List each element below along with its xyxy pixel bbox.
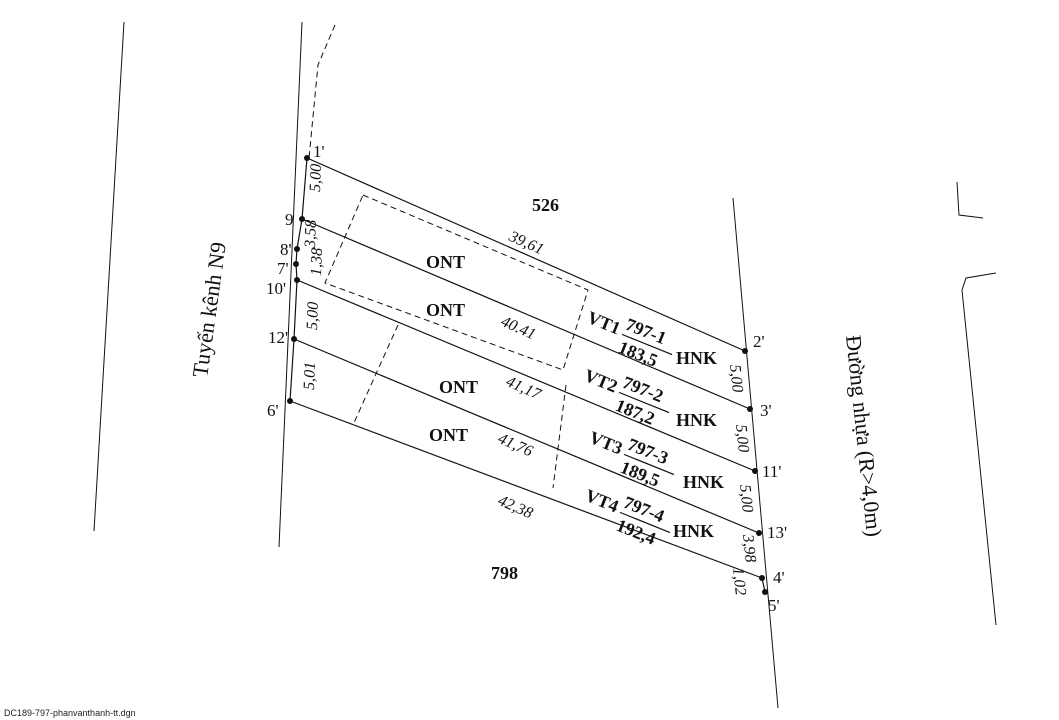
plot-fraction-line: [619, 511, 671, 534]
boundary-10-11: [296, 279, 756, 472]
vertex-6p: [287, 398, 293, 404]
left-dim-4: 5,00: [304, 302, 322, 331]
long-dim-4: 41,76: [495, 430, 535, 460]
ont-zone-dashed-3: [552, 384, 567, 489]
vertex-5p: [762, 589, 768, 595]
point-label-5: 5': [768, 596, 780, 615]
point-label-1: 1': [313, 142, 325, 161]
plot-name: VT1: [585, 307, 624, 338]
point-label-9: 9: [285, 210, 294, 229]
right-dim-4: 3,98: [739, 533, 759, 564]
ont-label-3: ONT: [439, 377, 478, 397]
left-dim-5: 5,01: [301, 362, 319, 391]
vertex-1p: [304, 155, 310, 161]
point-label-2: 2': [753, 332, 765, 351]
plot-name: VT3: [587, 427, 626, 458]
vertex-points: [287, 155, 768, 595]
vertex-13p: [756, 530, 762, 536]
ont-zone-dashed-1: [324, 194, 589, 371]
right-dim-5: 1,02: [729, 567, 749, 597]
vertex-3p: [747, 406, 753, 412]
point-label-4: 4': [773, 568, 785, 587]
point-label-11: 11': [762, 462, 781, 481]
hnk-label-4: HNK: [673, 521, 714, 541]
canal-line-left: [93, 21, 125, 532]
plot-vt3: VT3 797-3 189,5: [587, 427, 675, 491]
hnk-label-1: HNK: [676, 348, 717, 368]
vertex-2p: [742, 348, 748, 354]
ont-label-1: ONT: [426, 252, 465, 272]
left-dim-2: 3,58: [302, 220, 320, 250]
point-label-8: 8': [280, 240, 292, 259]
vertex-8p: [294, 246, 300, 252]
vertex-12p: [291, 336, 297, 342]
neighbor-parcel-south: 798: [491, 563, 518, 583]
vertex-9: [299, 216, 305, 222]
plot-fraction-line: [621, 333, 673, 356]
ont-zone-dashed-2: [352, 324, 399, 426]
point-label-10: 10': [266, 279, 286, 298]
right-dim-1: 5,00: [726, 364, 746, 394]
point-label-12: 12': [268, 328, 288, 347]
neighbor-parcel-north: 526: [532, 195, 559, 215]
ont-label-2: ONT: [426, 300, 465, 320]
hnk-label-3: HNK: [683, 472, 724, 492]
plot-fraction-line: [618, 391, 670, 414]
road-curb-right: [961, 272, 997, 626]
point-label-3: 3': [760, 401, 772, 420]
asphalt-road-label: Đường nhựa (R>4,0m): [841, 334, 887, 538]
canal-name-label: Tuyến kênh N9: [187, 240, 231, 378]
vertex-7p: [293, 261, 299, 267]
plot-fraction-line: [623, 453, 675, 476]
point-label-13: 13': [767, 523, 787, 542]
right-dim-3: 5,00: [736, 484, 756, 514]
left-dim-1: 5,00: [307, 164, 325, 193]
vertex-11p: [752, 468, 758, 474]
road-line-left: [732, 197, 779, 709]
plot-vt2: VT2 797-2 187,2: [582, 365, 670, 429]
hnk-label-2: HNK: [676, 410, 717, 430]
long-dim-2: 40.41: [498, 313, 538, 343]
boundary-9-3: [301, 218, 751, 410]
point-label-7: 7': [277, 259, 289, 278]
point-label-6: 6': [267, 401, 279, 420]
boundary-12-13: [293, 338, 760, 534]
vertex-10p: [294, 277, 300, 283]
right-dim-2: 5,00: [732, 424, 752, 454]
plot-name: VT4: [583, 485, 622, 516]
boundary-6-4: [289, 400, 763, 579]
canal-line-right: [278, 21, 303, 548]
road-line-far-right: [956, 181, 984, 219]
left-dim-3: 1,38: [308, 248, 326, 277]
file-name: DC189-797-phanvanthanh-tt.dgn: [4, 708, 136, 718]
vertex-4p: [759, 575, 765, 581]
canal-dashed-edge: [308, 24, 336, 159]
plot-name: VT2: [582, 365, 621, 396]
boundary-1-2: [306, 157, 746, 352]
plot-vt4: VT4 797-4 192,4: [583, 485, 671, 549]
ont-label-4: ONT: [429, 425, 468, 445]
plot-vt1: VT1 797-1 183,5: [585, 307, 673, 371]
long-dim-1: 39,61: [505, 228, 546, 259]
long-dim-5: 42,38: [495, 492, 535, 522]
long-dim-3: 41,17: [503, 373, 544, 404]
